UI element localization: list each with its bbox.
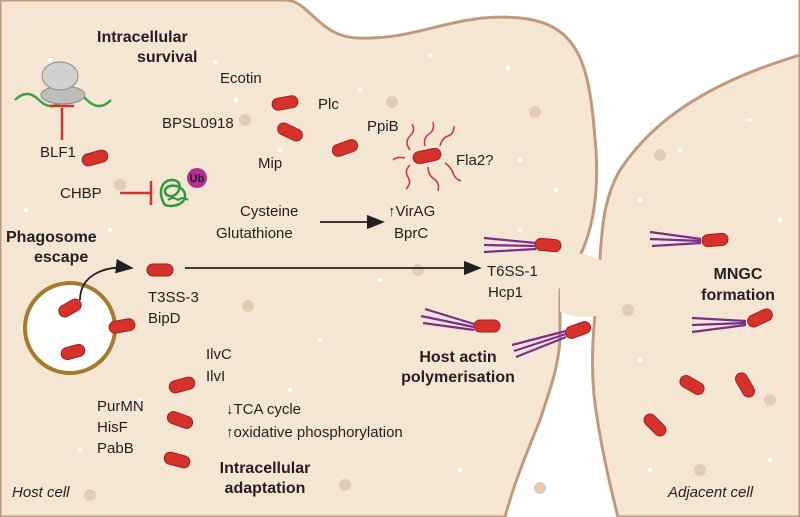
host-vesicles xyxy=(23,52,559,473)
label-viraq: ↑VirAG xyxy=(388,203,435,220)
heading-host-actin: Host actin polymerisation xyxy=(401,349,515,386)
actin-tail xyxy=(691,316,747,334)
host-cell-body xyxy=(0,0,599,517)
adjacent-cell-body xyxy=(591,0,800,517)
label-bpsl0918: BPSL0918 xyxy=(162,115,234,132)
actin-tails xyxy=(420,230,747,359)
label-purmn: PurMN xyxy=(97,398,144,415)
label-ecotin: Ecotin xyxy=(220,70,262,87)
label-oxphos: ↑oxidative phosphorylation xyxy=(226,424,403,441)
label-host-cell: Host cell xyxy=(12,484,70,501)
bacterium xyxy=(701,232,729,248)
bacterium xyxy=(679,375,705,395)
bacteria xyxy=(81,95,773,469)
bacterium xyxy=(271,95,299,111)
svg-text:escape: escape xyxy=(34,249,88,266)
label-hisf: HisF xyxy=(97,419,128,436)
svg-text:formation: formation xyxy=(701,287,775,304)
coiled-protein-icon xyxy=(159,178,189,208)
label-t3ss3: T3SS-3 xyxy=(148,289,199,306)
label-tca: ↓TCA cycle xyxy=(226,401,301,418)
blf1-inhibition xyxy=(50,104,74,140)
label-hcp1: Hcp1 xyxy=(488,284,523,301)
label-plc: Plc xyxy=(318,96,339,113)
protrusion xyxy=(560,252,610,317)
bacterium xyxy=(331,139,359,157)
label-ilvi: IlvI xyxy=(206,368,225,385)
flagellated-bacterium xyxy=(392,121,462,192)
bacterium xyxy=(81,149,109,167)
adjacent-granules xyxy=(622,149,776,476)
bacterium xyxy=(564,321,592,339)
label-t6ss1: T6SS-1 xyxy=(487,263,538,280)
bacterium xyxy=(166,411,194,429)
svg-text:Intracellular: Intracellular xyxy=(220,460,311,477)
label-mip: Mip xyxy=(258,155,282,172)
bacterium xyxy=(277,122,303,142)
label-bprc: BprC xyxy=(394,225,428,242)
actin-tail xyxy=(483,236,537,254)
label-fla2: Fla2? xyxy=(456,152,494,169)
ubiquitin-icon: Ub xyxy=(187,168,207,188)
label-blf1: BLF1 xyxy=(40,144,76,161)
svg-text:Host actin: Host actin xyxy=(419,349,496,366)
actin-tail xyxy=(511,329,567,359)
label-ilvc: IlvC xyxy=(206,346,232,363)
bacterium xyxy=(163,451,191,469)
bacterium xyxy=(146,263,174,277)
escape-arrow xyxy=(79,259,134,301)
label-bipd: BipD xyxy=(148,310,181,327)
label-glutathione: Glutathione xyxy=(216,225,293,242)
actin-tail xyxy=(420,307,475,332)
bacterium xyxy=(473,319,501,333)
chbp-inhibition xyxy=(120,181,153,205)
label-ppib: PpiB xyxy=(367,118,399,135)
svg-text:Phagosome: Phagosome xyxy=(6,229,97,246)
bacterium xyxy=(747,308,773,328)
label-adjacent-cell: Adjacent cell xyxy=(667,484,754,501)
svg-text:Intracellular: Intracellular xyxy=(97,29,188,46)
ribosome-icon xyxy=(14,61,112,108)
svg-text:survival: survival xyxy=(137,49,197,66)
actin-tail xyxy=(649,230,702,248)
label-pabb: PabB xyxy=(97,440,134,457)
svg-text:MNGC: MNGC xyxy=(714,266,763,283)
bacterium xyxy=(168,376,196,394)
heading-mngc-formation: MNGC formation xyxy=(701,266,775,304)
phagosome xyxy=(23,281,136,375)
host-granules xyxy=(84,96,546,501)
heading-intracellular-adaptation: Intracellular adaptation xyxy=(220,460,311,497)
label-cysteine: Cysteine xyxy=(240,203,298,220)
svg-text:polymerisation: polymerisation xyxy=(401,369,515,386)
bacterium xyxy=(735,372,755,398)
heading-phagosome-escape: Phagosome escape xyxy=(6,229,97,266)
ub-label: Ub xyxy=(190,173,205,185)
svg-text:adaptation: adaptation xyxy=(225,480,306,497)
heading-intracellular-survival: Intracellular survival xyxy=(97,29,197,66)
label-chbp: CHBP xyxy=(60,185,102,202)
bacterium xyxy=(534,237,562,253)
